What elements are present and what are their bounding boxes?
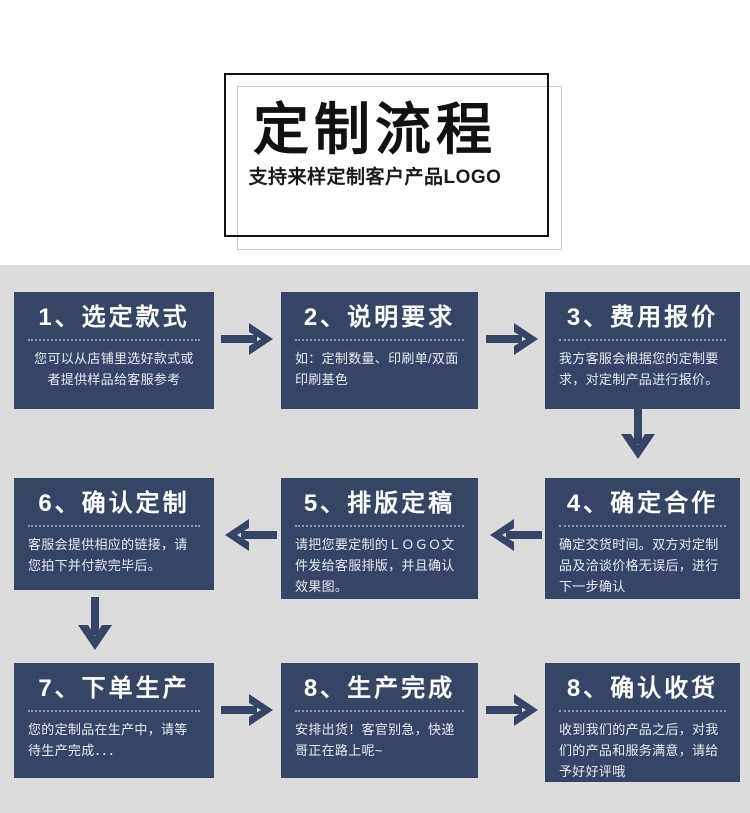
- step-card-9-title: 8、确认收货: [566, 675, 719, 702]
- step-card-1[interactable]: 1、选定款式 您可以从店铺里选好款式或者提供样品给客服参考: [14, 292, 214, 409]
- step-card-3-title: 3、费用报价: [566, 304, 719, 331]
- step-card-1-title: 1、选定款式: [38, 304, 190, 331]
- arrow-1-to-2-icon: [221, 321, 273, 357]
- step-card-2-title: 2、说明要求: [303, 304, 456, 331]
- page-header: 定制流程 支持来样定制客户产品LOGO: [0, 0, 750, 265]
- step-card-9-body: 收到我们的产品之后，对我们的产品和服务满意，请给予好好评哦: [559, 722, 719, 779]
- step-card-1-body: 您可以从店铺里选好款式或者提供样品给客服参考: [34, 351, 194, 387]
- header-frame-outline: [224, 73, 549, 237]
- step-card-1-separator: [28, 339, 200, 341]
- step-card-4[interactable]: 4、确定合作 确定交货时间。双方对定制品及洽谈价格无误后，进行下一步确认: [545, 478, 740, 599]
- step-card-4-body: 确定交货时间。双方对定制品及洽谈价格无误后，进行下一步确认: [559, 537, 719, 594]
- header-text-block: 定制流程 支持来样定制客户产品LOGO: [0, 98, 750, 190]
- step-card-5-separator: [295, 525, 464, 527]
- page-title: 定制流程: [253, 98, 497, 161]
- step-card-7-separator: [28, 710, 200, 712]
- step-card-6-separator: [28, 525, 200, 527]
- header-frame-shadow: [237, 86, 562, 250]
- step-card-4-separator: [559, 525, 726, 527]
- step-card-9-separator: [559, 710, 726, 712]
- step-card-3-separator: [559, 339, 726, 341]
- arrow-7-to-8-icon: [221, 692, 273, 728]
- step-card-7[interactable]: 7、下单生产 您的定制品在生产中，请等待生产完成．．．: [14, 663, 214, 778]
- step-card-9[interactable]: 8、确认收货 收到我们的产品之后，对我们的产品和服务满意，请给予好好评哦: [545, 663, 740, 782]
- step-card-5-body: 请把您要定制的ＬＯＧＯ文件发给客服排版，并且确认效果图。: [295, 537, 455, 594]
- step-card-5-title: 5、排版定稿: [303, 490, 456, 517]
- process-flow-board: 1、选定款式 您可以从店铺里选好款式或者提供样品给客服参考 2、说明要求 如：定…: [0, 265, 750, 813]
- step-card-5[interactable]: 5、排版定稿 请把您要定制的ＬＯＧＯ文件发给客服排版，并且确认效果图。: [281, 478, 478, 599]
- arrow-3-to-4-icon: [619, 406, 657, 462]
- page-subtitle: 支持来样定制客户产品LOGO: [248, 167, 502, 188]
- step-card-6-body: 客服会提供相应的链接，请您拍下并付款完毕后。: [28, 537, 188, 573]
- arrow-6-to-7-icon: [76, 597, 114, 653]
- step-card-7-body: 您的定制品在生产中，请等待生产完成．．．: [28, 722, 188, 758]
- step-card-2-body: 如：定制数量、印刷单/双面印刷基色: [295, 351, 459, 387]
- step-card-8[interactable]: 8、生产完成 安排出货！客官别急，快递哥正在路上呢~: [281, 663, 478, 778]
- step-card-8-separator: [295, 710, 464, 712]
- step-card-3-body: 我方客服会根据您的定制要求，对定制产品进行报价。: [559, 351, 719, 387]
- arrow-2-to-3-icon: [486, 321, 538, 357]
- step-card-8-body: 安排出货！客官别急，快递哥正在路上呢~: [295, 722, 455, 758]
- arrow-4-to-5-icon: [486, 517, 542, 553]
- arrow-8-to-9-icon: [486, 692, 538, 728]
- step-card-2-separator: [295, 339, 464, 341]
- step-card-2[interactable]: 2、说明要求 如：定制数量、印刷单/双面印刷基色: [281, 292, 478, 409]
- step-card-6[interactable]: 6、确认定制 客服会提供相应的链接，请您拍下并付款完毕后。: [14, 478, 214, 590]
- step-card-8-title: 8、生产完成: [303, 675, 456, 702]
- arrow-5-to-6-icon: [221, 517, 277, 553]
- step-card-7-title: 7、下单生产: [38, 675, 190, 702]
- step-card-3[interactable]: 3、费用报价 我方客服会根据您的定制要求，对定制产品进行报价。: [545, 292, 740, 409]
- step-card-6-title: 6、确认定制: [38, 490, 190, 517]
- step-card-4-title: 4、确定合作: [566, 490, 719, 517]
